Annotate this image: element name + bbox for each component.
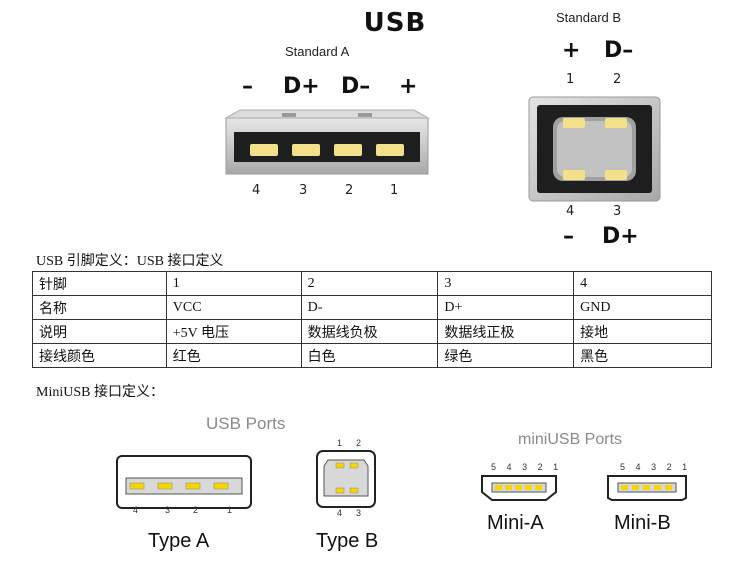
- mini-a-pin-numbers: 5 4 3 2 1: [491, 462, 562, 472]
- type-b-pin-2: 2: [356, 438, 362, 448]
- standard-b-symbol-2: D–: [604, 38, 634, 63]
- mini-a-pin-2: 2: [537, 462, 547, 472]
- mini-b-pin-5: 5: [620, 462, 630, 472]
- type-a-pin-1: 1: [227, 505, 233, 515]
- pin-definition-table: 针脚 1 2 3 4 名称 VCC D- D+ GND 说明 +5V 电压 数据…: [32, 271, 712, 368]
- table-cell: 数据线负极: [300, 319, 439, 344]
- table-row: 接线颜色 红色 白色 绿色 黑色: [32, 343, 712, 368]
- mini-b-pin-numbers: 5 4 3 2 1: [620, 462, 691, 472]
- table-cell: 黑色: [573, 343, 712, 368]
- table-cell: 绿色: [437, 343, 575, 368]
- mini-a-pin-1: 1: [553, 462, 563, 472]
- table-cell: D+: [437, 295, 575, 320]
- page-title: USB: [363, 8, 427, 38]
- mini-caption: MiniUSB 接口定义：: [36, 385, 164, 400]
- table-cell: 4: [573, 271, 712, 296]
- table-cell: 接地: [573, 319, 712, 344]
- standard-a-symbol-2: D–: [341, 74, 371, 99]
- type-a-pin-4: 4: [133, 505, 139, 515]
- mini-a-pin-4: 4: [506, 462, 516, 472]
- table-row: 说明 +5V 电压 数据线负极 数据线正极 接地: [32, 319, 712, 344]
- usb-ports-heading: USB Ports: [206, 414, 286, 433]
- mini-a-port: [481, 475, 557, 501]
- mini-b-pin-3: 3: [651, 462, 661, 472]
- standard-a-symbol-3: D+: [283, 74, 320, 99]
- standard-a-pin-number-4: 4: [252, 183, 261, 198]
- standard-b-pin-number-2: 2: [613, 72, 622, 87]
- table-row: 名称 VCC D- D+ GND: [32, 295, 712, 320]
- table-cell: 接线颜色: [32, 343, 167, 368]
- table-cell: 2: [300, 271, 439, 296]
- table-cell: +5V 电压: [165, 319, 302, 344]
- table-cell: 说明: [32, 319, 167, 344]
- table-cell: D-: [300, 295, 439, 320]
- standard-a-pin-number-1: 1: [390, 183, 399, 198]
- mini-ports-heading: miniUSB Ports: [518, 431, 623, 448]
- type-a-port: [116, 455, 252, 509]
- mini-b-port: [607, 475, 687, 501]
- standard-a-symbol-1: +: [399, 74, 418, 99]
- standard-a-pin-number-2: 2: [345, 183, 354, 198]
- standard-a-pin-1: [376, 144, 404, 156]
- mini-a-pin-3: 3: [522, 462, 532, 472]
- table-cell: 针脚: [32, 271, 167, 296]
- type-a-pin-2: 2: [193, 505, 199, 515]
- standard-a-symbol-4: –: [242, 74, 253, 99]
- table-cell: 白色: [300, 343, 439, 368]
- table-cell: GND: [573, 295, 712, 320]
- standard-a-pin-2: [334, 144, 362, 156]
- standard-b-symbol-3: D+: [602, 224, 639, 249]
- standard-b-pin-3: [605, 170, 627, 180]
- mini-a-label: Mini-A: [487, 512, 544, 534]
- mini-b-label: Mini-B: [614, 512, 671, 534]
- type-a-label: Type A: [148, 530, 210, 552]
- standard-a-pin-number-3: 3: [299, 183, 308, 198]
- standard-b-pin-4: [563, 170, 585, 180]
- standard-a-pin-4: [250, 144, 278, 156]
- standard-b-pin-number-1: 1: [566, 72, 575, 87]
- table-cell: 1: [165, 271, 302, 296]
- standard-b-label: Standard B: [556, 10, 622, 25]
- standard-a-connector: [224, 109, 430, 175]
- standard-b-pin-number-4: 4: [566, 204, 575, 219]
- standard-a-pin-3: [292, 144, 320, 156]
- standard-b-connector: [528, 96, 661, 202]
- table-cell: 名称: [32, 295, 167, 320]
- type-b-label: Type B: [316, 530, 379, 552]
- type-b-port: [316, 450, 376, 508]
- mini-b-pin-2: 2: [666, 462, 676, 472]
- table-cell: 数据线正极: [437, 319, 575, 344]
- standard-b-pin-1: [563, 118, 585, 128]
- table-caption: USB 引脚定义：USB 接口定义: [36, 254, 224, 269]
- table-cell: VCC: [165, 295, 302, 320]
- table-cell: 3: [437, 271, 575, 296]
- standard-b-pin-2: [605, 118, 627, 128]
- standard-a-label: Standard A: [285, 44, 350, 59]
- standard-b-symbol-1: +: [562, 38, 581, 63]
- mini-b-pin-4: 4: [635, 462, 645, 472]
- mini-a-pin-5: 5: [491, 462, 501, 472]
- table-cell: 红色: [165, 343, 302, 368]
- standard-b-symbol-4: –: [563, 224, 574, 249]
- type-b-pin-1: 1: [337, 438, 343, 448]
- standard-b-pin-number-3: 3: [613, 204, 622, 219]
- table-row: 针脚 1 2 3 4: [32, 271, 712, 296]
- mini-b-pin-1: 1: [682, 462, 692, 472]
- type-b-pin-4: 4: [337, 508, 343, 518]
- type-a-pin-3: 3: [165, 505, 171, 515]
- type-b-pin-3: 3: [356, 508, 362, 518]
